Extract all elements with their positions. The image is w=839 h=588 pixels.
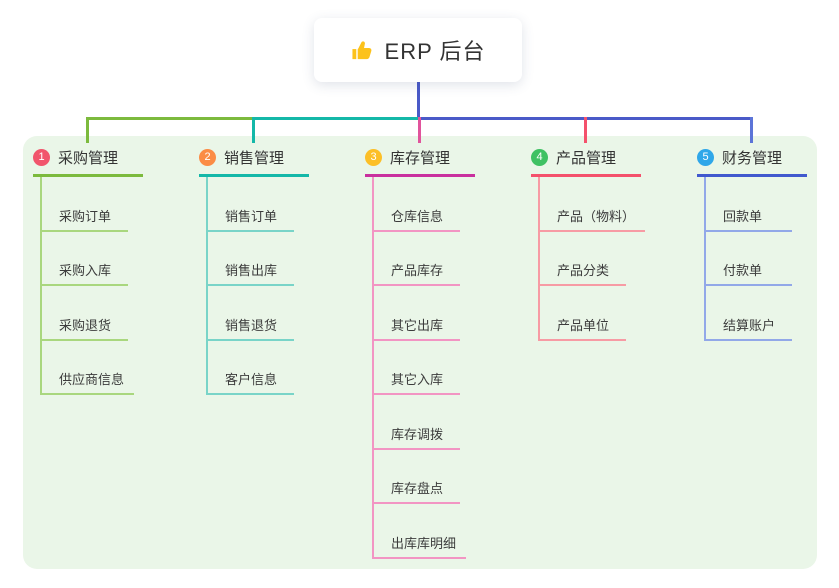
map-panel [23, 136, 817, 569]
child-node[interactable]: 其它出库 [374, 286, 460, 341]
root-title: ERP 后台 [384, 39, 486, 64]
child-node[interactable]: 仓库信息 [374, 177, 460, 232]
thumbs-up-icon [351, 39, 374, 62]
branch-3: 3 库存管理仓库信息产品库存其它出库其它入库库存调拨库存盘点出库库明细 [365, 143, 531, 559]
branch-number-badge: 3 [365, 148, 382, 166]
child-node[interactable]: 采购订单 [42, 177, 128, 232]
branch-label: 销售管理 [224, 149, 285, 167]
branch-4: 4 产品管理产品（物料）产品分类产品单位 [531, 143, 697, 341]
branch-5: 5 财务管理回款单付款单结算账户 [697, 143, 839, 341]
branch-header[interactable]: 5 财务管理 [697, 143, 807, 177]
branch-header[interactable]: 1 采购管理 [33, 143, 143, 177]
branch-label: 产品管理 [556, 149, 617, 167]
branch-drop-line [252, 117, 255, 143]
branch-drop-line [584, 117, 587, 143]
child-node[interactable]: 结算账户 [706, 286, 792, 341]
child-node[interactable]: 客户信息 [208, 341, 294, 395]
child-node[interactable]: 出库库明细 [374, 504, 467, 559]
child-node[interactable]: 产品库存 [374, 232, 460, 286]
child-node[interactable]: 其它入库 [374, 341, 460, 395]
branch-label: 库存管理 [390, 149, 451, 167]
branch-number-badge: 2 [199, 148, 216, 166]
hline-segment-teal [252, 117, 418, 120]
branch-number-badge: 1 [33, 148, 50, 166]
branch-children: 仓库信息产品库存其它出库其它入库库存调拨库存盘点出库库明细 [372, 177, 531, 559]
root-connector-line [417, 82, 420, 120]
branch-children: 回款单付款单结算账户 [704, 177, 839, 341]
child-node[interactable]: 产品分类 [540, 232, 626, 286]
branch-drop-line [750, 117, 753, 143]
child-node[interactable]: 供应商信息 [42, 341, 135, 395]
branch-drop-line [86, 117, 89, 143]
branch-1: 1 采购管理采购订单采购入库采购退货供应商信息 [33, 143, 199, 395]
branch-children: 产品（物料）产品分类产品单位 [538, 177, 697, 341]
child-node[interactable]: 销售出库 [208, 232, 294, 286]
child-node[interactable]: 付款单 [706, 232, 792, 286]
branch-label: 财务管理 [722, 149, 783, 167]
child-node[interactable]: 销售订单 [208, 177, 294, 232]
hline-segment-green [86, 117, 252, 120]
child-node[interactable]: 回款单 [706, 177, 792, 232]
child-node[interactable]: 库存调拨 [374, 395, 460, 450]
child-node[interactable]: 销售退货 [208, 286, 294, 341]
root-node[interactable]: ERP 后台 [314, 18, 522, 82]
branch-drop-line [418, 117, 421, 143]
child-node[interactable]: 产品（物料） [540, 177, 646, 232]
child-node[interactable]: 产品单位 [540, 286, 626, 341]
child-node[interactable]: 库存盘点 [374, 450, 460, 504]
branch-header[interactable]: 4 产品管理 [531, 143, 641, 177]
branch-number-badge: 4 [531, 148, 548, 166]
branch-label: 采购管理 [58, 149, 119, 167]
branch-header[interactable]: 3 库存管理 [365, 143, 475, 177]
branch-children: 销售订单销售出库销售退货客户信息 [206, 177, 365, 395]
branch-2: 2 销售管理销售订单销售出库销售退货客户信息 [199, 143, 365, 395]
child-node[interactable]: 采购退货 [42, 286, 128, 341]
branch-header[interactable]: 2 销售管理 [199, 143, 309, 177]
branch-children: 采购订单采购入库采购退货供应商信息 [40, 177, 199, 395]
child-node[interactable]: 采购入库 [42, 232, 128, 286]
branch-number-badge: 5 [697, 148, 714, 166]
